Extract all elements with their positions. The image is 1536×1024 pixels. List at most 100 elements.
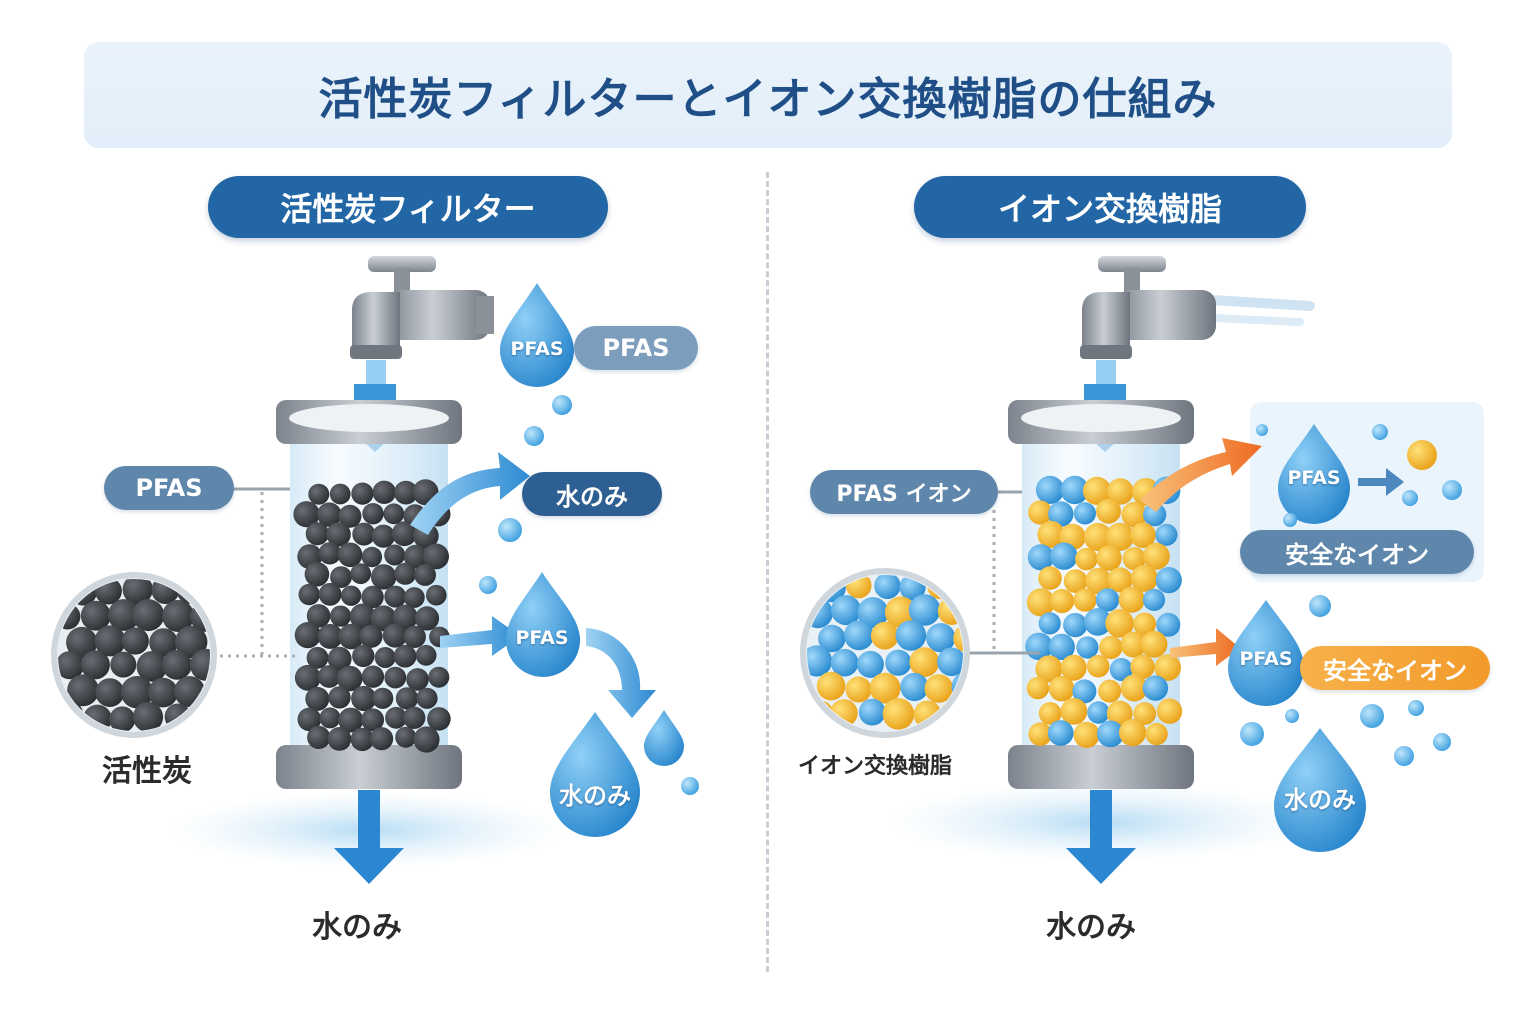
carbon-granule	[109, 706, 136, 731]
carbon-granule	[361, 546, 383, 568]
safe-ion-box-label: 安全なイオン	[1240, 530, 1474, 574]
carbon-granule	[329, 483, 351, 505]
carbon-granule	[328, 686, 351, 709]
resin-bead	[870, 621, 899, 650]
resin-bead	[844, 620, 874, 651]
carbon-granule	[384, 585, 407, 608]
resin-bead	[816, 671, 846, 701]
resin-bead	[1037, 520, 1065, 549]
drop-label-pfas-mid-right: PFAS	[1239, 648, 1293, 670]
carbon-granule	[297, 707, 322, 732]
drop-label-pfas-top: PFAS	[510, 338, 564, 360]
carbon-granule	[374, 647, 396, 668]
resin-bead	[1072, 679, 1097, 704]
carbon-granule	[350, 563, 372, 585]
water-drop-icon	[506, 572, 580, 677]
carbon-granule	[327, 646, 352, 671]
carbon-granule	[148, 677, 178, 708]
page-title: 活性炭フィルターとイオン交換樹脂の仕組み	[318, 74, 1218, 125]
resin-bead	[895, 620, 927, 651]
carbon-granule	[371, 524, 395, 548]
resin-bead	[1076, 636, 1099, 659]
resin-bead	[1098, 679, 1122, 703]
resin-bead	[1047, 720, 1074, 746]
carbon-granule	[426, 584, 447, 606]
carbon-granule	[298, 583, 320, 606]
resin-bead	[1063, 613, 1088, 638]
resin-bead	[1075, 547, 1098, 571]
carbon-granule	[338, 504, 362, 528]
resin-bead	[1096, 498, 1121, 524]
resin-bead	[1156, 612, 1181, 637]
arrow-right-icon	[1170, 628, 1240, 666]
resin-bead	[1027, 544, 1054, 571]
resin-bead	[1130, 522, 1156, 548]
section-divider	[766, 172, 769, 972]
resin-bead	[1050, 542, 1078, 570]
resin-bead	[845, 676, 872, 703]
resin-bead	[1073, 588, 1097, 612]
resin-bead	[1082, 476, 1112, 505]
resin-bead	[1145, 722, 1168, 746]
resin-bead	[1106, 700, 1133, 727]
carbon-granule	[352, 644, 375, 668]
carbon-granule	[391, 521, 417, 547]
carbon-granule	[395, 726, 417, 748]
pfas-ion-label: PFAS イオン	[810, 470, 998, 514]
carbon-granule	[110, 651, 137, 678]
drop-label-pfas-box: PFAS	[1287, 467, 1341, 489]
carbon-granule	[428, 666, 450, 688]
resin-bead	[1143, 542, 1170, 570]
resin-bead	[1120, 631, 1147, 658]
resin-bead	[1122, 547, 1146, 571]
resin-bead	[1143, 502, 1167, 527]
resin-bead	[885, 649, 912, 676]
carbon-granule	[403, 625, 426, 649]
resin-bead	[1073, 502, 1096, 525]
carbon-granule	[58, 651, 85, 680]
arrow-down-icon	[334, 790, 404, 884]
resin-bead	[1130, 654, 1155, 679]
resin-bead	[1133, 702, 1157, 725]
title-banner: 活性炭フィルターとイオン交換樹脂の仕組み	[84, 42, 1452, 148]
carbon-granule	[371, 564, 397, 590]
resin-bead	[1063, 569, 1088, 593]
carbon-granule	[336, 665, 363, 692]
carbon-granule	[318, 542, 341, 565]
carbon-granule	[385, 706, 407, 729]
carbon-granule	[122, 579, 153, 605]
carbon-granule	[350, 727, 374, 752]
resin-bead	[926, 623, 956, 653]
water-drop-icon	[500, 283, 574, 387]
resin-bead	[1105, 522, 1134, 552]
carbon-granule	[403, 587, 425, 608]
carbon-granule	[80, 650, 110, 680]
resin-bead	[857, 597, 889, 629]
carbon-granule	[394, 562, 417, 585]
resin-bead	[1048, 501, 1074, 527]
resin-bead	[1060, 475, 1089, 505]
carbon-granule	[132, 599, 165, 632]
resin-bead	[1105, 609, 1134, 638]
carbon-granule	[414, 564, 436, 586]
carbon-granule	[305, 686, 330, 711]
resin-bead	[1028, 722, 1052, 746]
carbon-granule	[393, 644, 417, 668]
carbon-granule	[403, 544, 428, 569]
resin-bead	[909, 647, 940, 677]
carbon-granule	[392, 604, 418, 630]
resin-bead	[831, 595, 861, 626]
carbon-granule	[394, 480, 418, 505]
resin-bead	[1142, 675, 1169, 701]
resin-bead	[856, 650, 884, 678]
carbon-granule	[317, 623, 343, 649]
carbon-granule	[427, 707, 451, 731]
carbon-granule	[372, 480, 396, 504]
carbon-granule	[317, 665, 341, 688]
activated-carbon-label: 活性炭	[102, 754, 192, 789]
carbon-granule	[80, 600, 111, 631]
resin-bead	[1107, 567, 1133, 593]
resin-bead	[858, 698, 886, 726]
drop-label-water-only-left: 水のみ	[559, 782, 631, 810]
carbon-granule	[149, 628, 178, 657]
